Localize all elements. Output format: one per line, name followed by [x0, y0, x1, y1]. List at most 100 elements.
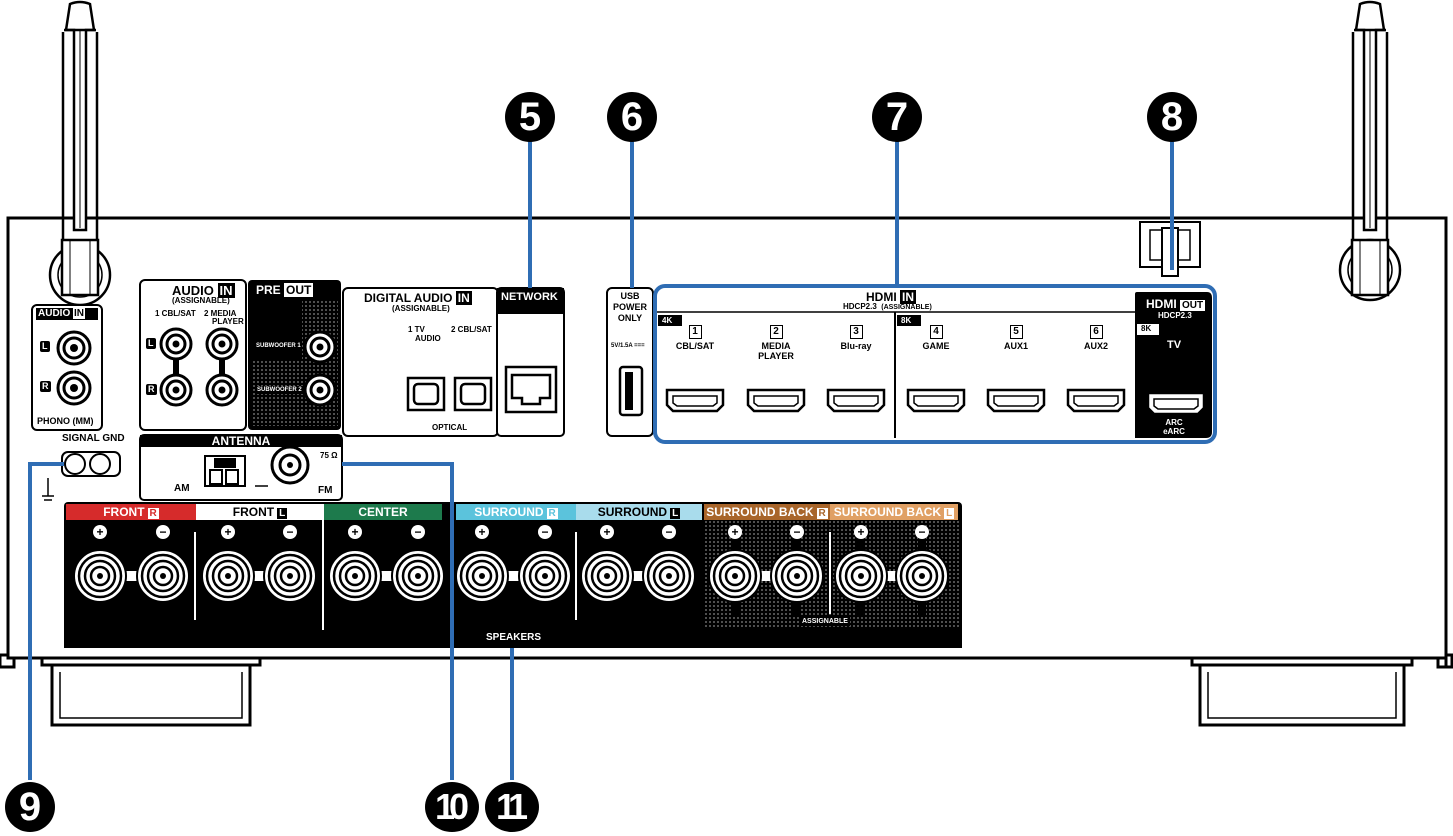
- audio-in-left-label: L: [146, 338, 156, 349]
- minus-sign: −: [793, 525, 800, 539]
- optical-ports: [406, 376, 493, 412]
- usb-port: [618, 365, 644, 417]
- hdmi-in-hdcp: HDCP2.3 (ASSIGNABLE): [843, 302, 932, 312]
- hdmi-8k-tag: 8K: [901, 316, 912, 325]
- speaker-terminals: +−+−+−+−+−+−+−: [73, 525, 949, 616]
- minus-sign: −: [414, 525, 421, 539]
- callout-5: 5: [505, 92, 555, 142]
- hdmi-input-label: AUX1: [1003, 341, 1028, 351]
- digital-audio-col1a: 1 TV: [408, 325, 425, 334]
- lan-port: [504, 365, 558, 414]
- hdmi-in-title: HDMI IN: [866, 290, 917, 304]
- digital-audio-assignable: (ASSIGNABLE): [392, 304, 450, 313]
- minus-sign: −: [918, 525, 925, 539]
- hdmi-out-earc: eARC: [1163, 427, 1185, 436]
- speaker-terminal-minus[interactable]: −: [518, 525, 572, 616]
- minus-sign: −: [541, 525, 548, 539]
- terminal-bridge: [735, 571, 797, 581]
- audio-in-col2: 2 MEDIA: [204, 309, 237, 318]
- terminal-bridge: [607, 571, 669, 581]
- usb-line3: ONLY: [617, 313, 643, 323]
- audio-in-assignable: (ASSIGNABLE): [172, 296, 230, 305]
- callout-10: 10: [425, 782, 479, 832]
- callout-7: 7: [872, 92, 922, 142]
- plus-sign: +: [224, 525, 231, 539]
- callout-11: 11: [485, 782, 539, 832]
- speaker-terminal-plus[interactable]: +: [834, 525, 888, 616]
- right-foot: [1190, 658, 1414, 727]
- phono-jacks: [56, 330, 92, 406]
- phono-title: AUDIO IN: [38, 308, 86, 319]
- phono-right-label: R: [40, 381, 51, 392]
- audio-in-title: AUDIO IN: [172, 283, 235, 298]
- hdmi-input-label2: PLAYER: [758, 351, 794, 361]
- speaker-terminal-minus[interactable]: −: [263, 525, 317, 616]
- antenna-title: ANTENNA: [211, 434, 271, 448]
- minus-sign: −: [665, 525, 672, 539]
- plus-sign: +: [603, 525, 610, 539]
- speakers-footer: SPEAKERS: [486, 632, 542, 643]
- hdmi-out-title: HDMI OUT: [1146, 297, 1206, 311]
- hdmi-input-number: 6: [1089, 325, 1103, 339]
- digital-audio-col1b: AUDIO: [415, 334, 441, 343]
- hdmi-input-label: MEDIA: [761, 341, 791, 351]
- speaker-terminal-minus[interactable]: −: [391, 525, 445, 616]
- antenna-fm: FM: [318, 485, 333, 496]
- audio-in-right-label: R: [146, 384, 157, 395]
- hdmi-out-8k-tag: 8K: [1141, 324, 1152, 333]
- speaker-terminal-plus[interactable]: +: [328, 525, 382, 616]
- callout-6: 6: [607, 92, 657, 142]
- callout-8: 8: [1147, 92, 1197, 142]
- right-antenna: [1338, 0, 1402, 302]
- hdmi-input-number: 4: [929, 325, 943, 339]
- digital-audio-footer: OPTICAL: [432, 423, 468, 432]
- plus-sign: +: [478, 525, 485, 539]
- speaker-terminal-plus[interactable]: +: [455, 525, 509, 616]
- audio-in-col1: 1 CBL/SAT: [155, 309, 196, 318]
- hdmi-input-number: 1: [688, 325, 702, 339]
- speaker-terminal-plus[interactable]: +: [73, 525, 127, 616]
- usb-rating: 5V/1.5A ===: [611, 343, 645, 349]
- antenna-am: AM: [174, 483, 190, 494]
- speaker-terminal-plus[interactable]: +: [708, 525, 762, 616]
- speaker-terminal-plus[interactable]: +: [580, 525, 634, 616]
- callout-9: 9: [5, 782, 55, 832]
- speaker-group-label-2: CENTER: [358, 505, 408, 519]
- speaker-terminal-minus[interactable]: −: [642, 525, 696, 616]
- audio-in-jacks: [159, 327, 239, 407]
- pre-out-title: PRE OUT: [256, 283, 314, 297]
- hdmi-ports: [665, 388, 1206, 416]
- terminal-bridge: [861, 571, 922, 581]
- audio-in-col2b: PLAYER: [212, 317, 244, 326]
- am-terminal: [204, 455, 268, 487]
- usb-line2: POWER: [612, 302, 647, 312]
- speaker-terminal-minus[interactable]: −: [770, 525, 824, 616]
- plus-sign: +: [857, 525, 864, 539]
- signal-gnd-label: SIGNAL GND: [62, 433, 125, 444]
- speaker-terminal-minus[interactable]: −: [136, 525, 190, 616]
- callout-lines: [28, 140, 1174, 780]
- minus-sign: −: [159, 525, 166, 539]
- hdmi-input-number: 3: [849, 325, 863, 339]
- left-antenna: [48, 0, 112, 307]
- fm-terminal: [270, 445, 310, 485]
- plus-sign: +: [96, 525, 103, 539]
- hdmi-input-number: 5: [1009, 325, 1023, 339]
- network-title: NETWORK: [501, 291, 558, 303]
- hdmi-input-label: AUX2: [1083, 341, 1108, 351]
- speaker-terminal-plus[interactable]: +: [201, 525, 255, 616]
- speaker-terminal-minus[interactable]: −: [895, 525, 949, 616]
